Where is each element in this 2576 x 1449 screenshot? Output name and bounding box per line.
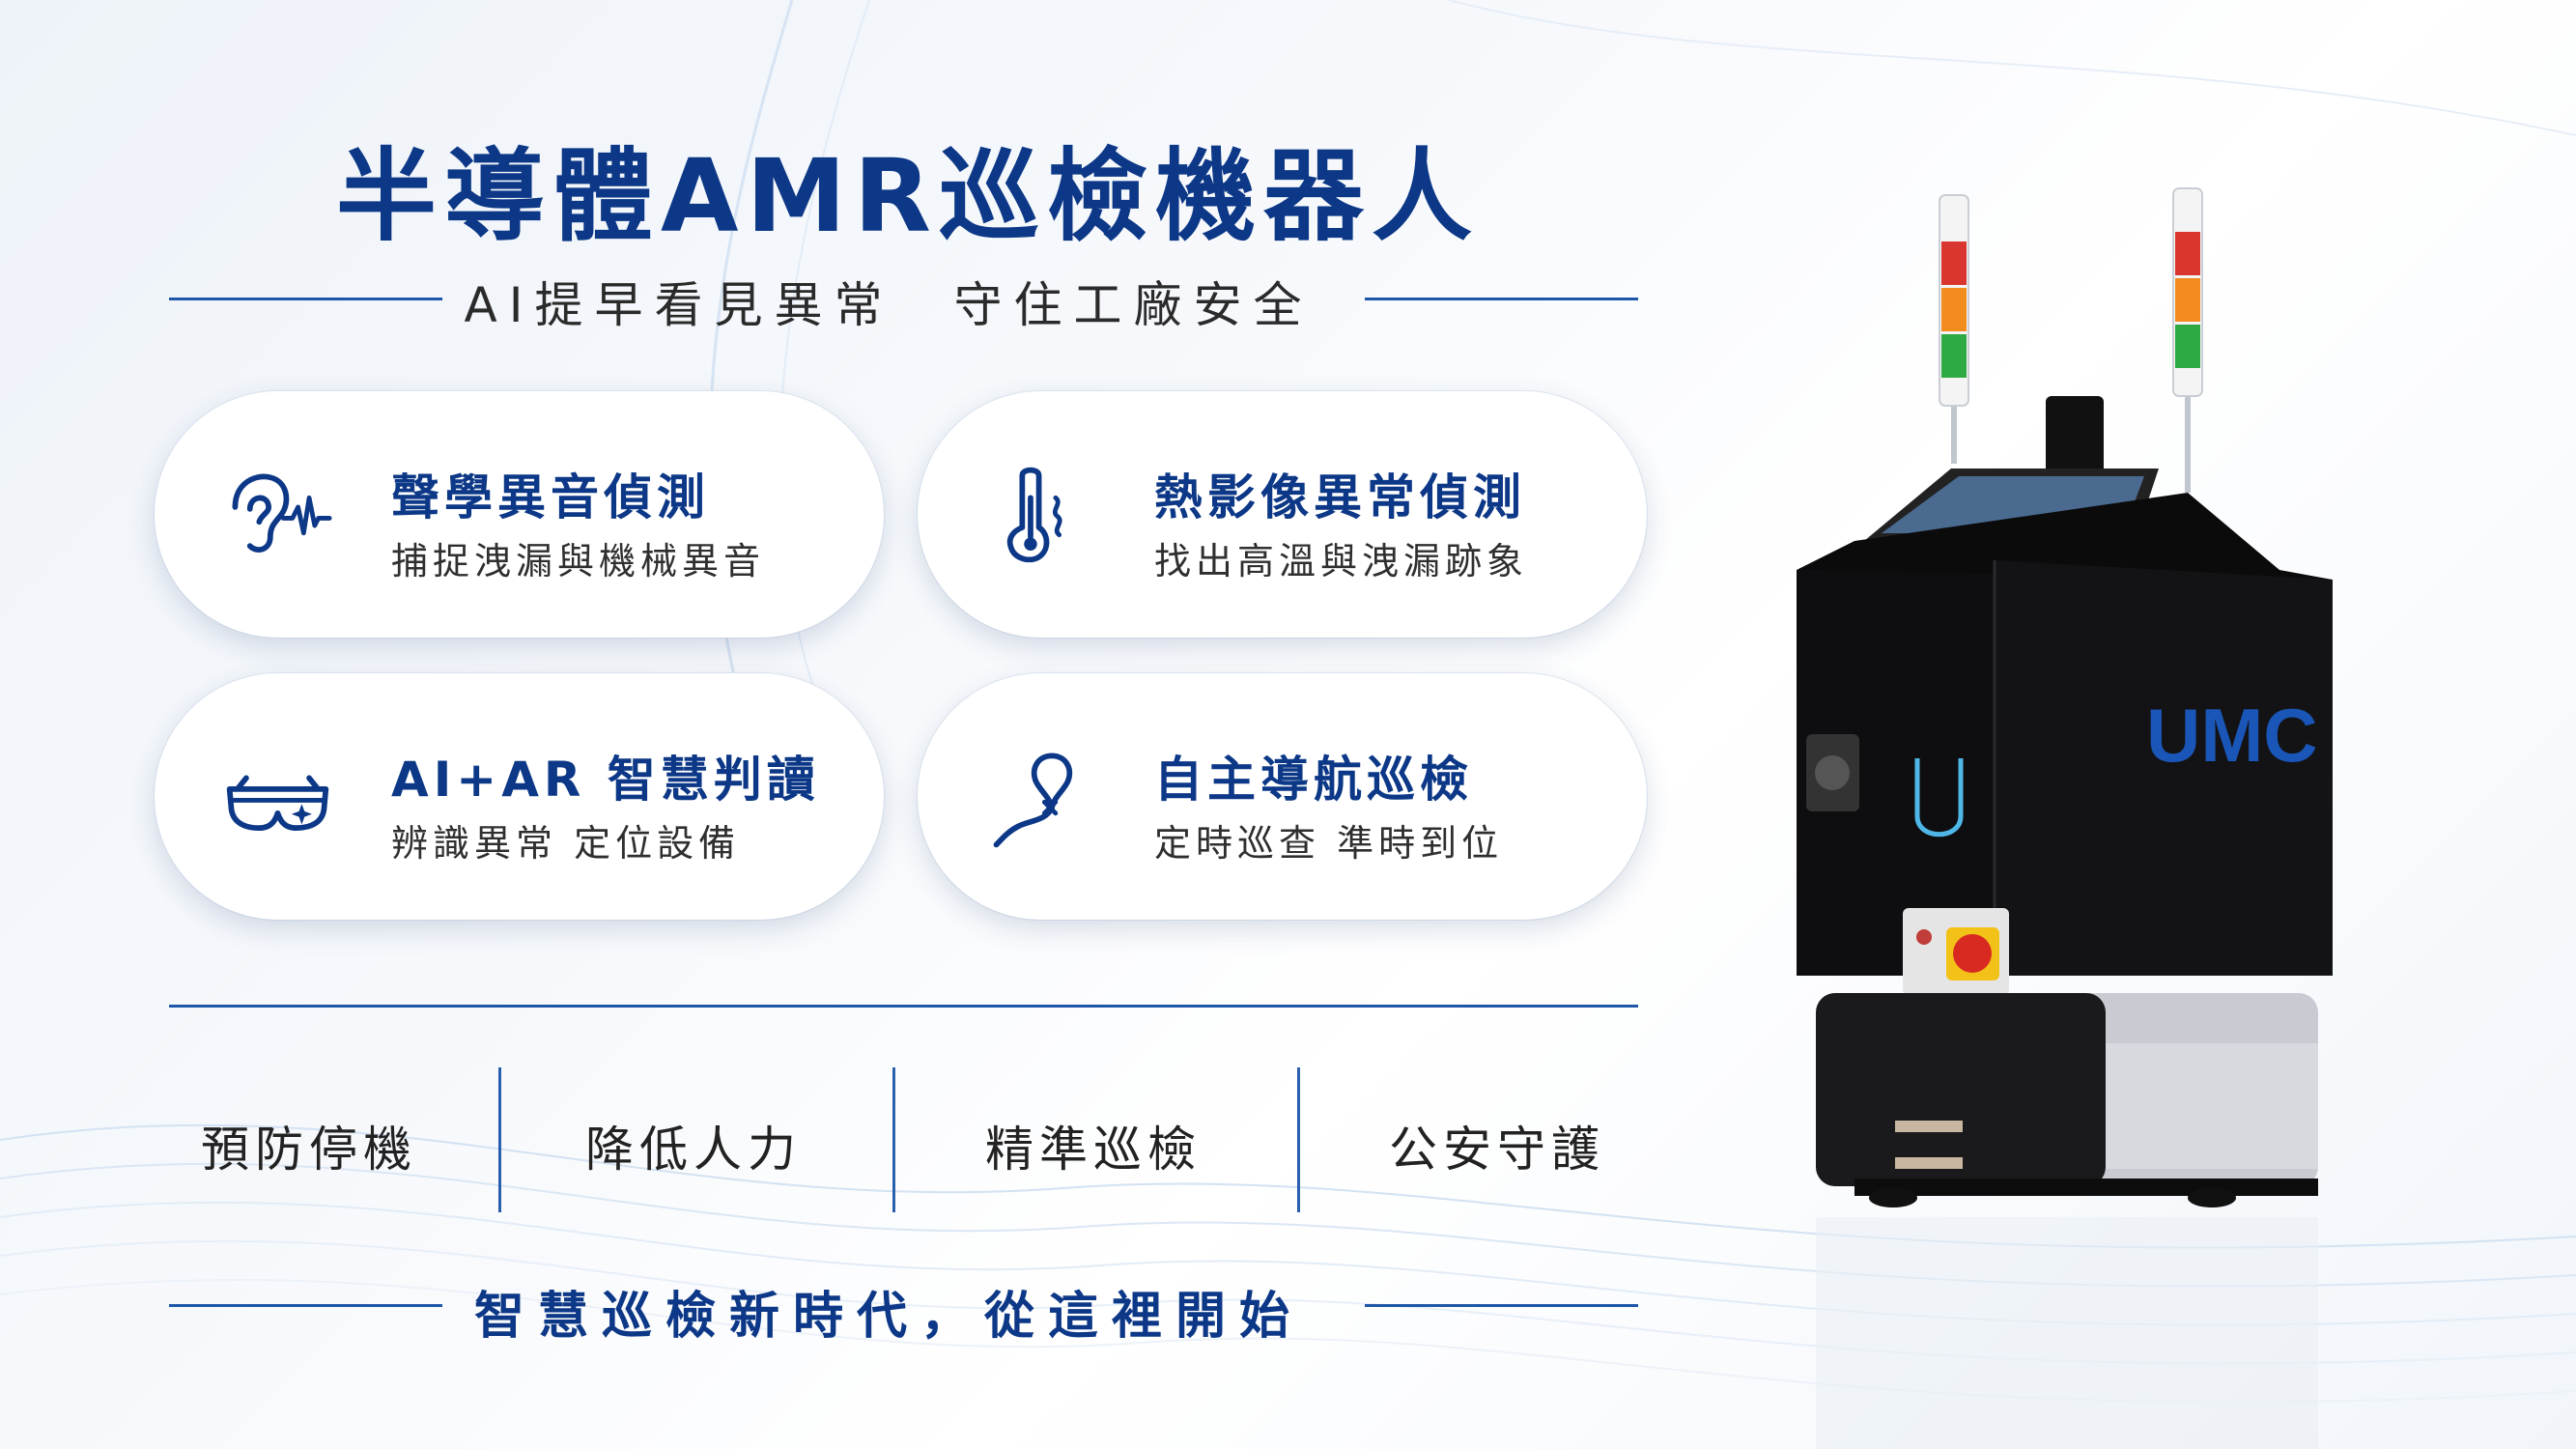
feature-title: AI+AR 智慧判讀 — [391, 752, 820, 808]
amr-robot-image: UMC — [1797, 187, 2333, 1449]
page-subtitle: AI提早看見異常 守住工廠安全 — [464, 277, 1314, 333]
benefit-separator — [498, 1067, 501, 1212]
benefit-label: 降低人力 — [585, 1122, 802, 1178]
feature-card-ai-ar: AI+AR 智慧判讀 辨識異常 定位設備 — [155, 673, 884, 920]
subtitle-divider-right — [1365, 298, 1638, 300]
subtitle-divider-left — [169, 298, 442, 300]
feature-desc: 找出高溫與洩漏跡象 — [1154, 540, 1529, 582]
benefits-top-divider — [169, 1005, 1638, 1008]
thermometer-icon — [1006, 467, 1062, 563]
feature-title: 聲學異音偵測 — [391, 469, 710, 526]
feature-desc: 捕捉洩漏與機械異音 — [391, 540, 766, 582]
page-title: 半導體AMR巡檢機器人 — [335, 137, 1481, 255]
benefit-label: 精準巡檢 — [985, 1122, 1202, 1178]
benefit-separator — [1297, 1067, 1300, 1212]
footer-divider-right — [1365, 1304, 1638, 1307]
benefit-label: 預防停機 — [201, 1122, 417, 1178]
footer-divider-left — [169, 1304, 442, 1307]
footer-tagline: 智慧巡檢新時代，從這裡開始 — [473, 1288, 1303, 1346]
benefit-label: 公安守護 — [1389, 1122, 1605, 1178]
navigation-path-icon — [993, 753, 1073, 848]
feature-desc: 定時巡查 準時到位 — [1154, 822, 1504, 865]
feature-title: 自主導航巡檢 — [1154, 752, 1473, 808]
ear-soundwave-icon — [232, 473, 332, 553]
feature-desc: 辨識異常 定位設備 — [391, 822, 741, 865]
robot-brand-logo: UMC — [2146, 693, 2318, 778]
feature-title: 熱影像異常偵測 — [1154, 469, 1526, 526]
feature-card-acoustic: 聲學異音偵測 捕捉洩漏與機械異音 — [155, 391, 884, 638]
ar-glasses-icon — [226, 775, 329, 832]
benefit-separator — [892, 1067, 895, 1212]
feature-card-navigation: 自主導航巡檢 定時巡查 準時到位 — [918, 673, 1647, 920]
feature-card-thermal: 熱影像異常偵測 找出高溫與洩漏跡象 — [918, 391, 1647, 638]
